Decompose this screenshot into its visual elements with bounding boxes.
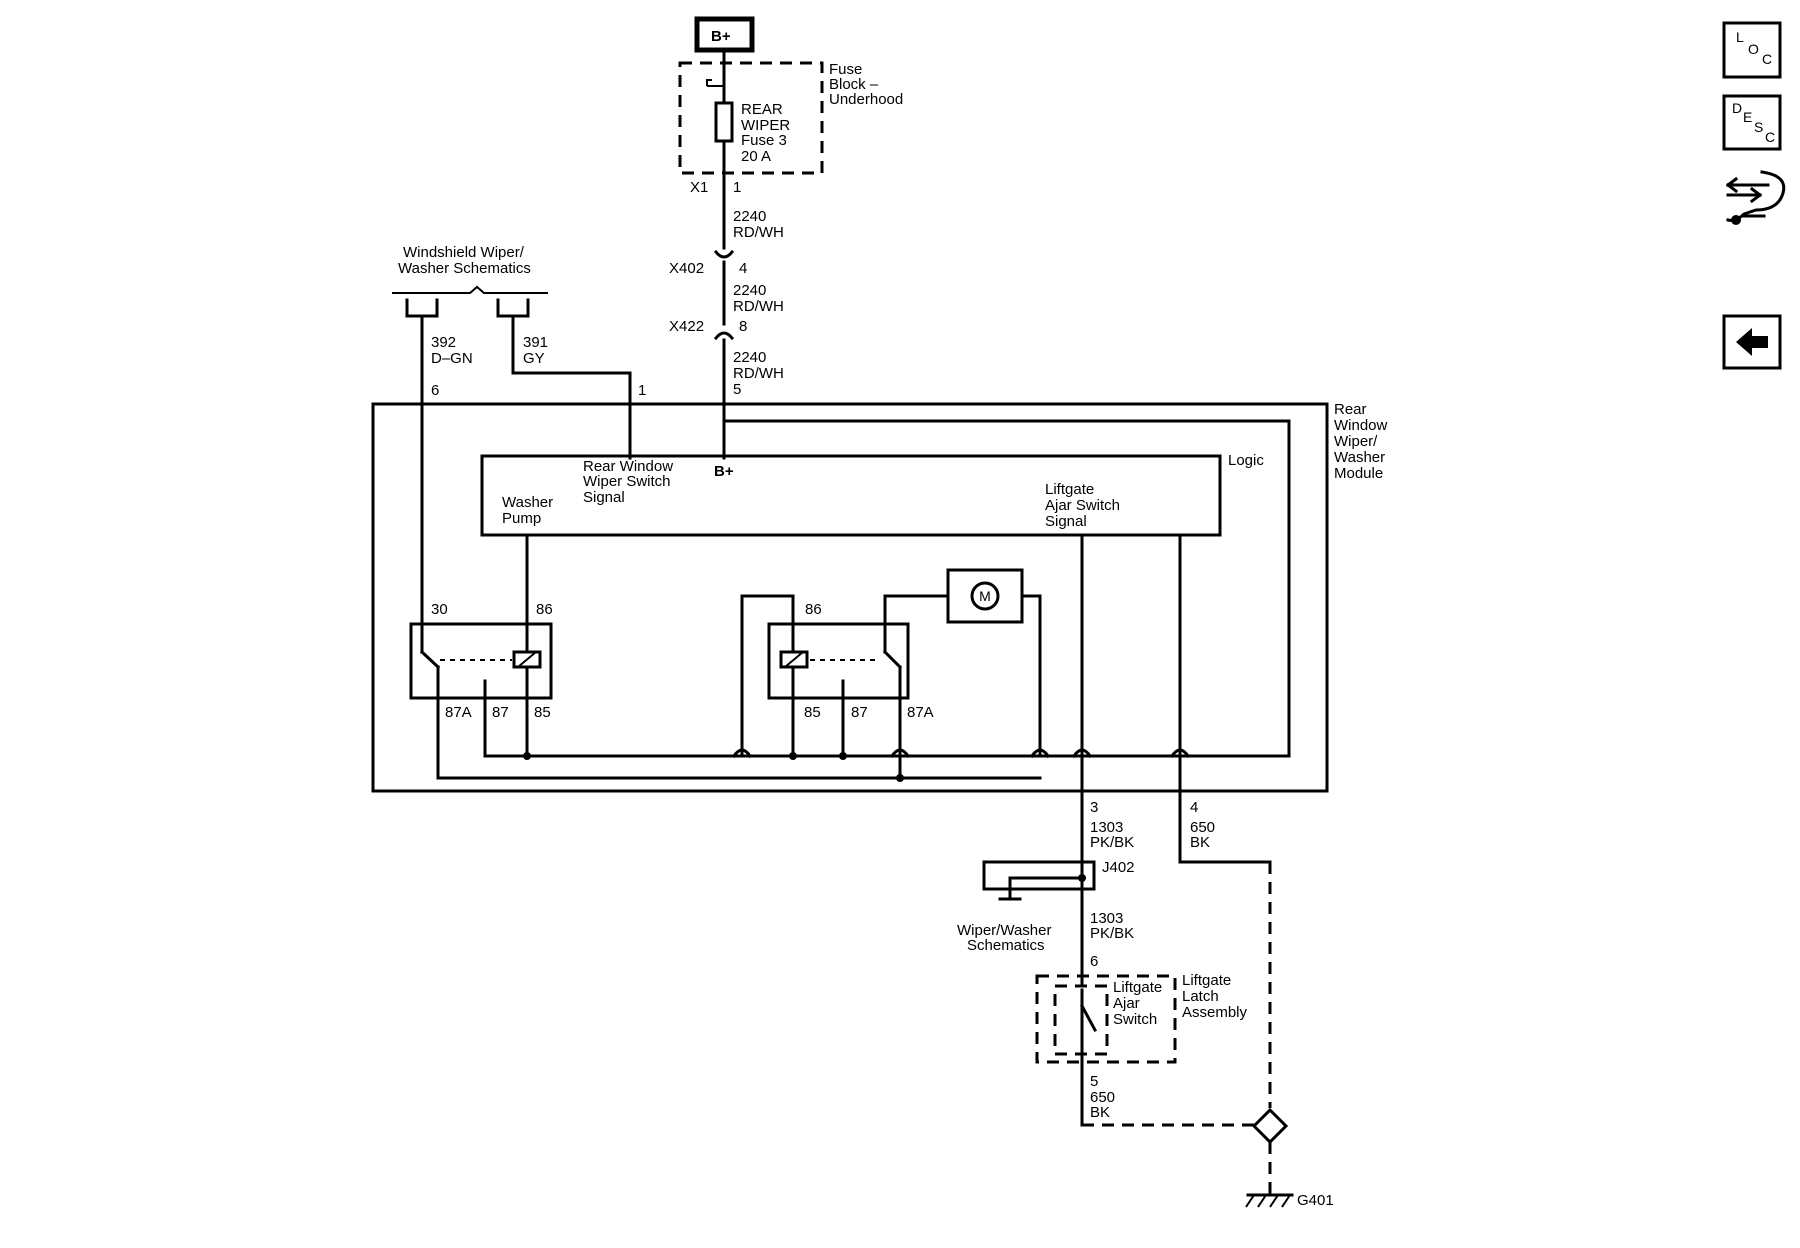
wire-2240-label-2: 2240 RD/WH xyxy=(733,282,784,315)
relay-right-switch-contact xyxy=(882,649,903,670)
wire-650-bottom-label: 5 650 BK xyxy=(1090,1073,1119,1121)
svg-text:L: L xyxy=(1736,29,1744,45)
svg-text:C: C xyxy=(1762,51,1772,67)
bplus-label: B+ xyxy=(711,28,731,45)
connector-391-symbol xyxy=(496,298,530,318)
washer-pump-relay xyxy=(409,622,553,700)
relay-right-pin-87a: 87A xyxy=(907,704,934,721)
relay-left-switch-contact xyxy=(419,649,441,670)
washer-pump-label: Washer Pump xyxy=(502,494,557,527)
liftgate-ajar-switch-label: Liftgate Ajar Switch xyxy=(1113,979,1166,1028)
logic-label: Logic xyxy=(1228,452,1264,469)
liftgate-latch-assembly-label: Liftgate Latch Assembly xyxy=(1182,972,1248,1021)
x402-pin: 4 xyxy=(739,260,747,277)
back-arrow-icon xyxy=(1736,328,1768,356)
module-pin-1: 1 xyxy=(638,382,646,399)
relay-left-pin-86: 86 xyxy=(536,601,553,618)
description-icon: D E S C xyxy=(1732,100,1775,145)
junction-dot xyxy=(839,752,847,760)
rear-wiper-switch-signal-label: Rear Window Wiper Switch Signal xyxy=(583,458,677,506)
svg-text:C: C xyxy=(1765,129,1775,145)
connector-end-view-button[interactable] xyxy=(1725,170,1786,225)
description-button[interactable]: D E S C xyxy=(1722,94,1782,151)
logic-bplus-label: B+ xyxy=(714,463,734,480)
relay-left-pin-87: 87 xyxy=(492,704,509,721)
svg-text:O: O xyxy=(1748,41,1759,57)
wiper-washer-reference-label: Wiper/Washer Schematics xyxy=(957,922,1056,954)
j402-splice-pack xyxy=(982,860,1096,891)
module-pin-6: 6 xyxy=(431,382,439,399)
rear-wiper-module-outline xyxy=(371,402,1329,793)
junction-dot xyxy=(789,752,797,760)
svg-text:D: D xyxy=(1732,100,1742,116)
junction-dot xyxy=(523,752,531,760)
fuse-label: REAR WIPER Fuse 3 20 A xyxy=(741,101,794,165)
svg-text:E: E xyxy=(1743,109,1752,125)
wiper-motor-symbol xyxy=(970,581,1000,611)
wire-1303-top-label: 3 1303 PK/BK xyxy=(1090,799,1134,851)
ground-icon xyxy=(1245,1193,1294,1208)
wire-392-label: 392 D–GN xyxy=(431,334,473,367)
wire-2240-label-3: 2240 RD/WH xyxy=(733,349,784,382)
fuse-symbol xyxy=(714,101,734,143)
module-pin-5: 5 xyxy=(733,381,741,398)
x422-pin: 8 xyxy=(739,318,747,335)
relay-right-pin-86: 86 xyxy=(805,601,822,618)
location-button[interactable]: L O C xyxy=(1722,21,1782,79)
back-button[interactable] xyxy=(1722,314,1782,370)
x402-connector-symbol xyxy=(713,249,735,259)
relay-left-pin-30: 30 xyxy=(431,601,448,618)
relay-right-pin-85: 85 xyxy=(804,704,821,721)
relay-left-pin-85: 85 xyxy=(534,704,551,721)
x422-name: X422 xyxy=(669,318,704,335)
battery-positive-source: B+ xyxy=(694,16,755,53)
j402-name: J402 xyxy=(1102,859,1135,876)
location-icon: L O C xyxy=(1736,29,1772,67)
x402-name: X402 xyxy=(669,260,704,277)
liftgate-ajar-switch-contact xyxy=(1079,1003,1098,1033)
fuse-block-label: Fuse Block – Underhood xyxy=(829,61,903,108)
relay-right-pin-87: 87 xyxy=(851,704,868,721)
connector-392-symbol xyxy=(405,298,439,318)
junction-dot xyxy=(896,774,904,782)
ground-point-symbol xyxy=(1251,1107,1289,1145)
liftgate-latch-assembly-outline xyxy=(1035,974,1177,1064)
connector-end-view-icon xyxy=(1725,170,1786,225)
wiper-motor-relay xyxy=(767,622,910,700)
reference-bracket xyxy=(392,285,548,294)
logic-block xyxy=(480,454,1222,537)
motor-label: M xyxy=(979,588,991,604)
wire-650-top-label: 4 650 BK xyxy=(1190,799,1219,851)
wire-391-label: 391 GY xyxy=(523,334,552,367)
liftgate-ajar-signal-label: Liftgate Ajar Switch Signal xyxy=(1045,481,1124,530)
ground-name: G401 xyxy=(1297,1192,1334,1209)
rear-wiper-module-label: Rear Window Wiper/ Washer Module xyxy=(1334,401,1392,482)
x422-connector-symbol xyxy=(713,331,735,341)
svg-text:S: S xyxy=(1754,119,1763,135)
fuse-block-outline xyxy=(678,61,824,175)
wire-2240-label-1: 2240 RD/WH xyxy=(733,208,784,241)
fuse-block-pin: 1 xyxy=(733,179,741,196)
windshield-wiper-reference-label: Windshield Wiper/ Washer Schematics xyxy=(398,244,531,277)
fuse-block-connector: X1 xyxy=(690,179,708,196)
wire-1303-bottom-label: 1303 PK/BK 6 xyxy=(1090,910,1138,970)
relay-left-pin-87a: 87A xyxy=(445,704,472,721)
